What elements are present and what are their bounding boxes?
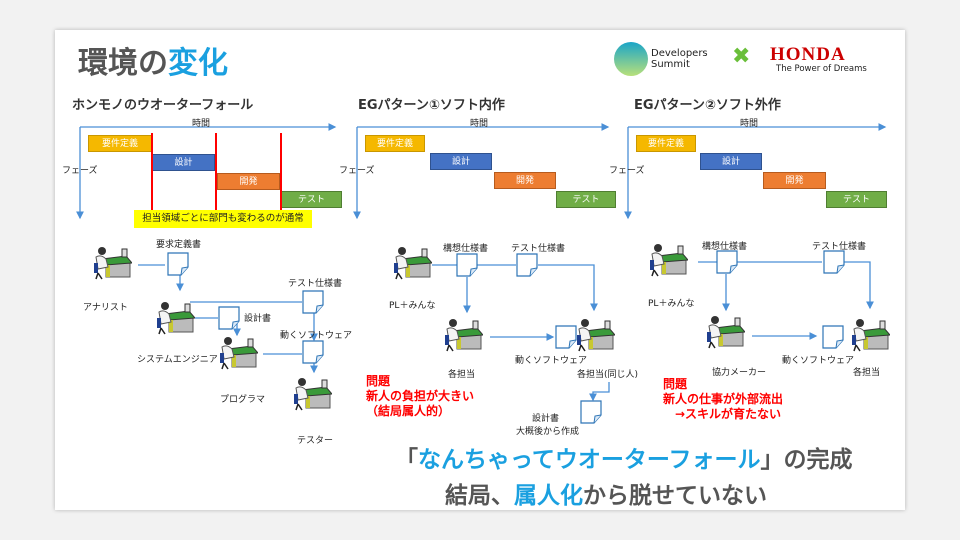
label-pl: PL＋みんな [389,301,436,311]
problem-block-2: 問題新人の仕事が外部流出 →スキルが育たない [663,377,783,422]
conclusion-text: 「 [395,447,418,473]
label-concept-spec: 構想仕様書 [702,242,748,252]
label-same-person: 各担当(同じ人) [577,370,639,380]
department-boundary [151,133,153,225]
label-req-doc: 要求定義書 [156,240,202,250]
person-partner-icon [705,312,745,350]
label-working-software: 動くソフトウェア [782,356,855,366]
conclusion-line1: 「なんちゃってウオーターフォール」の完成 [395,440,852,474]
page-title: 環境の変化 [78,38,228,82]
phase-bar-requirements: 要件定義 [88,135,152,152]
panel1-heading: ホンモノのウオーターフォール [72,98,254,113]
conclusion-text: から脱せていない [583,483,767,509]
time-axis-label: 時間 [470,119,489,129]
panel2-heading: EGパターン①ソフト内作 [358,98,505,113]
title-part1: 環境の [78,46,168,81]
phase-bar-design: 設計 [430,153,492,170]
person-each-icon [850,315,890,353]
label-system-engineer: システムエンジニア [137,355,218,365]
department-boundary [280,133,282,225]
phase-bar-development: 開発 [763,172,826,189]
honda-logo: HONDA [770,44,846,65]
label-each: 各担当 [853,368,881,378]
person-same-icon [575,315,615,353]
phase-bar-development: 開発 [494,172,556,189]
honda-tagline: The Power of Dreams [776,64,867,74]
label-programmer: プログラマ [220,395,266,405]
document-icon [456,253,478,277]
label-design-doc: 設計書 [532,414,560,424]
phase-axis-label: フェーズ [62,166,98,176]
label-concept-spec: 構想仕様書 [443,244,489,254]
document-icon [555,325,577,349]
document-icon [302,340,324,364]
person-pl-icon [392,243,432,281]
phase-bar-test: テスト [826,191,887,208]
label-working-software: 動くソフトウェア [280,331,353,341]
label-design-doc: 設計書 [244,314,272,324]
conclusion-text: 結局、 [445,483,514,509]
slide [55,30,905,510]
person-tester-icon [292,374,332,412]
problem-text: 新人の負担が大きい （結局属人的） [366,389,475,418]
person-programmer-icon [218,333,258,371]
label-design-doc-note: 大概後から作成 [516,427,580,437]
label-tester: テスター [297,436,334,446]
document-icon [822,325,844,349]
phase-bar-test: テスト [281,191,342,208]
label-test-spec: テスト仕様書 [511,244,566,254]
problem-heading: 問題 [663,377,688,391]
document-icon [823,250,845,274]
document-icon [218,306,240,330]
document-icon [167,252,189,276]
devsumi-logo: Developers Summit [614,42,711,76]
conclusion-text: 」の完成 [760,447,853,473]
phase-bar-requirements: 要件定義 [365,135,425,152]
devsumi-mark-icon [614,42,648,76]
phase-bar-design: 設計 [152,154,215,171]
label-partner: 協力メーカー [712,368,767,378]
label-pl: PL＋みんな [648,299,695,309]
conclusion-highlight: 属人化 [514,483,583,509]
cross-icon: ✖ [732,44,751,69]
devsumi-text: Developers Summit [651,48,708,70]
department-boundary [215,133,217,225]
phase-bar-test: テスト [556,191,616,208]
label-analyst: アナリスト [83,303,128,313]
label-working-software: 動くソフトウェア [515,356,588,366]
phase-bar-development: 開発 [217,173,280,190]
phase-bar-design: 設計 [700,153,762,170]
time-axis-label: 時間 [192,119,211,129]
problem-block-1: 問題新人の負担が大きい （結局属人的） [366,374,474,419]
label-test-spec: テスト仕様書 [288,279,343,289]
document-icon [302,290,324,314]
phase-axis-label: フェーズ [339,166,375,176]
document-icon [716,250,738,274]
document-icon [580,400,602,424]
title-part2: 変化 [168,46,228,81]
person-analyst-icon [92,243,132,281]
phase-bar-requirements: 要件定義 [636,135,696,152]
document-icon [516,253,538,277]
conclusion-highlight: なんちゃってウオーターフォール [418,447,761,473]
panel3-heading: EGパターン②ソフト外作 [634,98,781,113]
department-note: 担当領域ごとに部門も変わるのが通常 [134,210,312,228]
label-test-spec: テスト仕様書 [812,242,867,252]
time-axis-label: 時間 [740,119,759,129]
problem-heading: 問題 [366,374,391,388]
person-each-icon [443,315,483,353]
label-each: 各担当 [448,370,476,380]
problem-text: 新人の仕事が外部流出 →スキルが育たない [663,392,784,421]
person-se-icon [155,298,195,336]
conclusion-line2: 結局、属人化から脱せていない [445,476,767,510]
person-pl-icon [648,240,688,278]
phase-axis-label: フェーズ [609,166,645,176]
